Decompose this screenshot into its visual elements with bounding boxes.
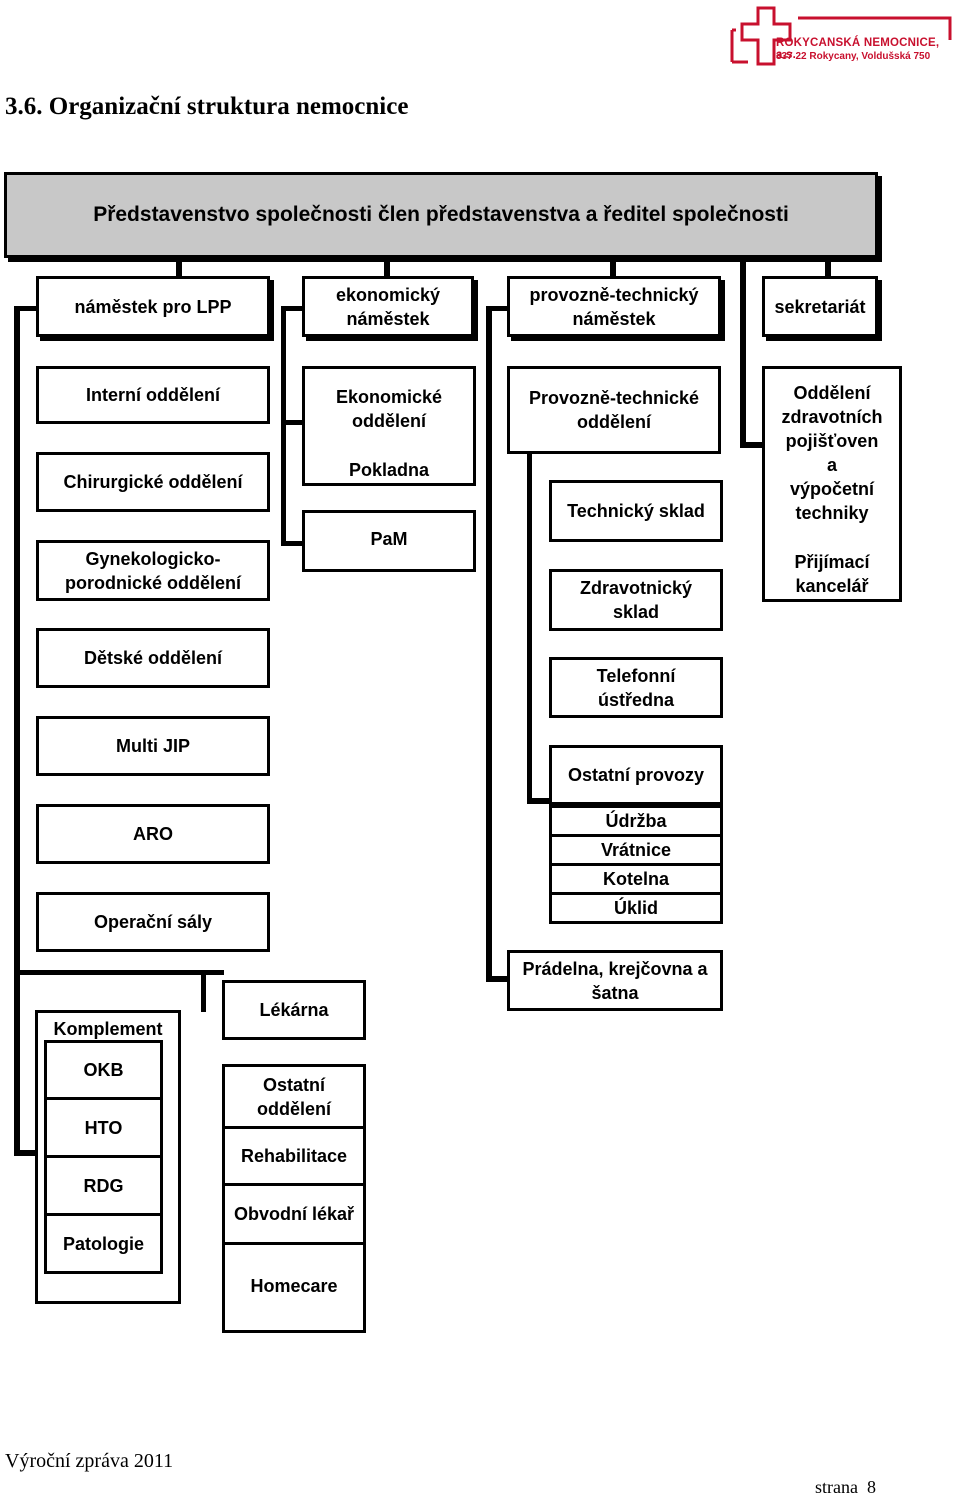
other-item-gp: Obvodní lékař <box>222 1183 366 1245</box>
technical-dept-box: Provozně-technické oddělení <box>507 366 721 454</box>
tech-store-box: Technický sklad <box>549 480 723 542</box>
deputy-economic-box: ekonomický náměstek <box>302 276 474 337</box>
other-operations-box: Ostatní provozy <box>549 745 723 805</box>
complement-label: Komplement <box>53 1019 163 1039</box>
complement-item-pathology: Patologie <box>44 1213 163 1274</box>
operation-item-cleaning: Úklid <box>549 892 723 924</box>
gynecology-dept-box: Gynekologicko- porodnické oddělení <box>36 540 270 601</box>
secretariat-units-group <box>762 366 902 602</box>
hospital-address: 337 22 Rokycany, Voldušská 750 <box>776 51 931 62</box>
aro-box: ARO <box>36 804 270 864</box>
page-title: 3.6. Organizační struktura nemocnice <box>5 93 409 120</box>
hospital-cross-logo-icon <box>730 6 952 66</box>
admissions-label: Přijímací kancelář <box>794 552 870 596</box>
deputy-technical-box: provozně-technický náměstek <box>507 276 721 337</box>
medical-store-box: Zdravotnický sklad <box>549 569 723 631</box>
operation-item-gatehouse: Vrátnice <box>549 834 723 866</box>
complement-item-hto: HTO <box>44 1097 163 1158</box>
surgery-dept-box: Chirurgické oddělení <box>36 452 270 512</box>
pam-box: PaM <box>302 510 476 572</box>
laundry-box: Prádelna, krejčovna a šatna <box>507 950 723 1011</box>
complement-item-rdg: RDG <box>44 1155 163 1216</box>
pediatrics-dept-box: Dětské oddělení <box>36 628 270 688</box>
complement-item-okb: OKB <box>44 1040 163 1100</box>
operating-rooms-box: Operační sály <box>36 892 270 952</box>
economic-dept-label: Ekonomické oddělení <box>335 387 443 431</box>
secretariat-box: sekretariát <box>762 276 878 337</box>
operation-item-boiler: Kotelna <box>549 863 723 895</box>
other-item-rehabilitation: Rehabilitace <box>222 1126 366 1186</box>
board-box: Představenstvo společnosti člen představ… <box>4 172 878 258</box>
pharmacy-box: Lékárna <box>222 980 366 1040</box>
economic-dept-group: Ekonomické oddělení <box>302 366 476 486</box>
internal-dept-box: Interní oddělení <box>36 366 270 424</box>
hospital-name: ROKYCANSKÁ NEMOCNICE, a.s. <box>776 37 940 61</box>
cashier-label: Pokladna <box>348 460 430 480</box>
multi-jip-box: Multi JIP <box>36 716 270 776</box>
phone-exchange-box: Telefonní ústředna <box>549 657 723 718</box>
operation-item-maintenance: Údržba <box>549 805 723 837</box>
footer-report: Výroční zpráva 2011 <box>5 1450 174 1472</box>
insurance-it-label: Oddělení zdravotních pojišťoven a výpoče… <box>781 383 883 523</box>
footer-page-number: strana 8 <box>815 1477 876 1497</box>
other-departments-label: Ostatní oddělení <box>256 1075 331 1119</box>
deputy-lpp-box: náměstek pro LPP <box>36 276 270 337</box>
other-item-homecare: Homecare <box>250 1276 338 1296</box>
